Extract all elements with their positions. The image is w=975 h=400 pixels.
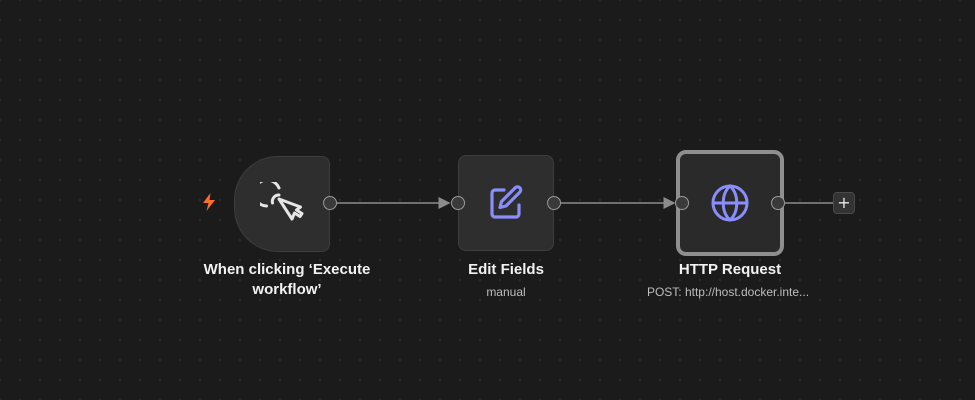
http-request-node-subtitle: POST: http://host.docker.inte... bbox=[646, 285, 810, 299]
add-node-button[interactable]: + bbox=[833, 192, 855, 214]
lightning-bolt-icon bbox=[203, 193, 215, 211]
edit-fields-output-handle[interactable] bbox=[547, 196, 561, 210]
edit-fields-node-subtitle: manual bbox=[486, 285, 526, 299]
globe-icon bbox=[711, 184, 749, 222]
edit-fields-node[interactable] bbox=[458, 155, 554, 251]
http-request-node-title: HTTP Request bbox=[678, 261, 782, 278]
edit-fields-input-handle[interactable] bbox=[451, 196, 465, 210]
edit-fields-node-title: Edit Fields bbox=[468, 261, 544, 278]
trigger-output-handle[interactable] bbox=[323, 196, 337, 210]
cursor-click-icon bbox=[260, 182, 304, 221]
trigger-node-title: When clicking ‘Execute workflow’ bbox=[203, 261, 371, 298]
http-request-output-handle[interactable] bbox=[771, 196, 785, 210]
pencil-square-icon bbox=[490, 185, 523, 219]
trigger-node[interactable] bbox=[234, 156, 330, 252]
http-request-input-handle[interactable] bbox=[675, 196, 689, 210]
http-request-node[interactable] bbox=[676, 150, 784, 256]
